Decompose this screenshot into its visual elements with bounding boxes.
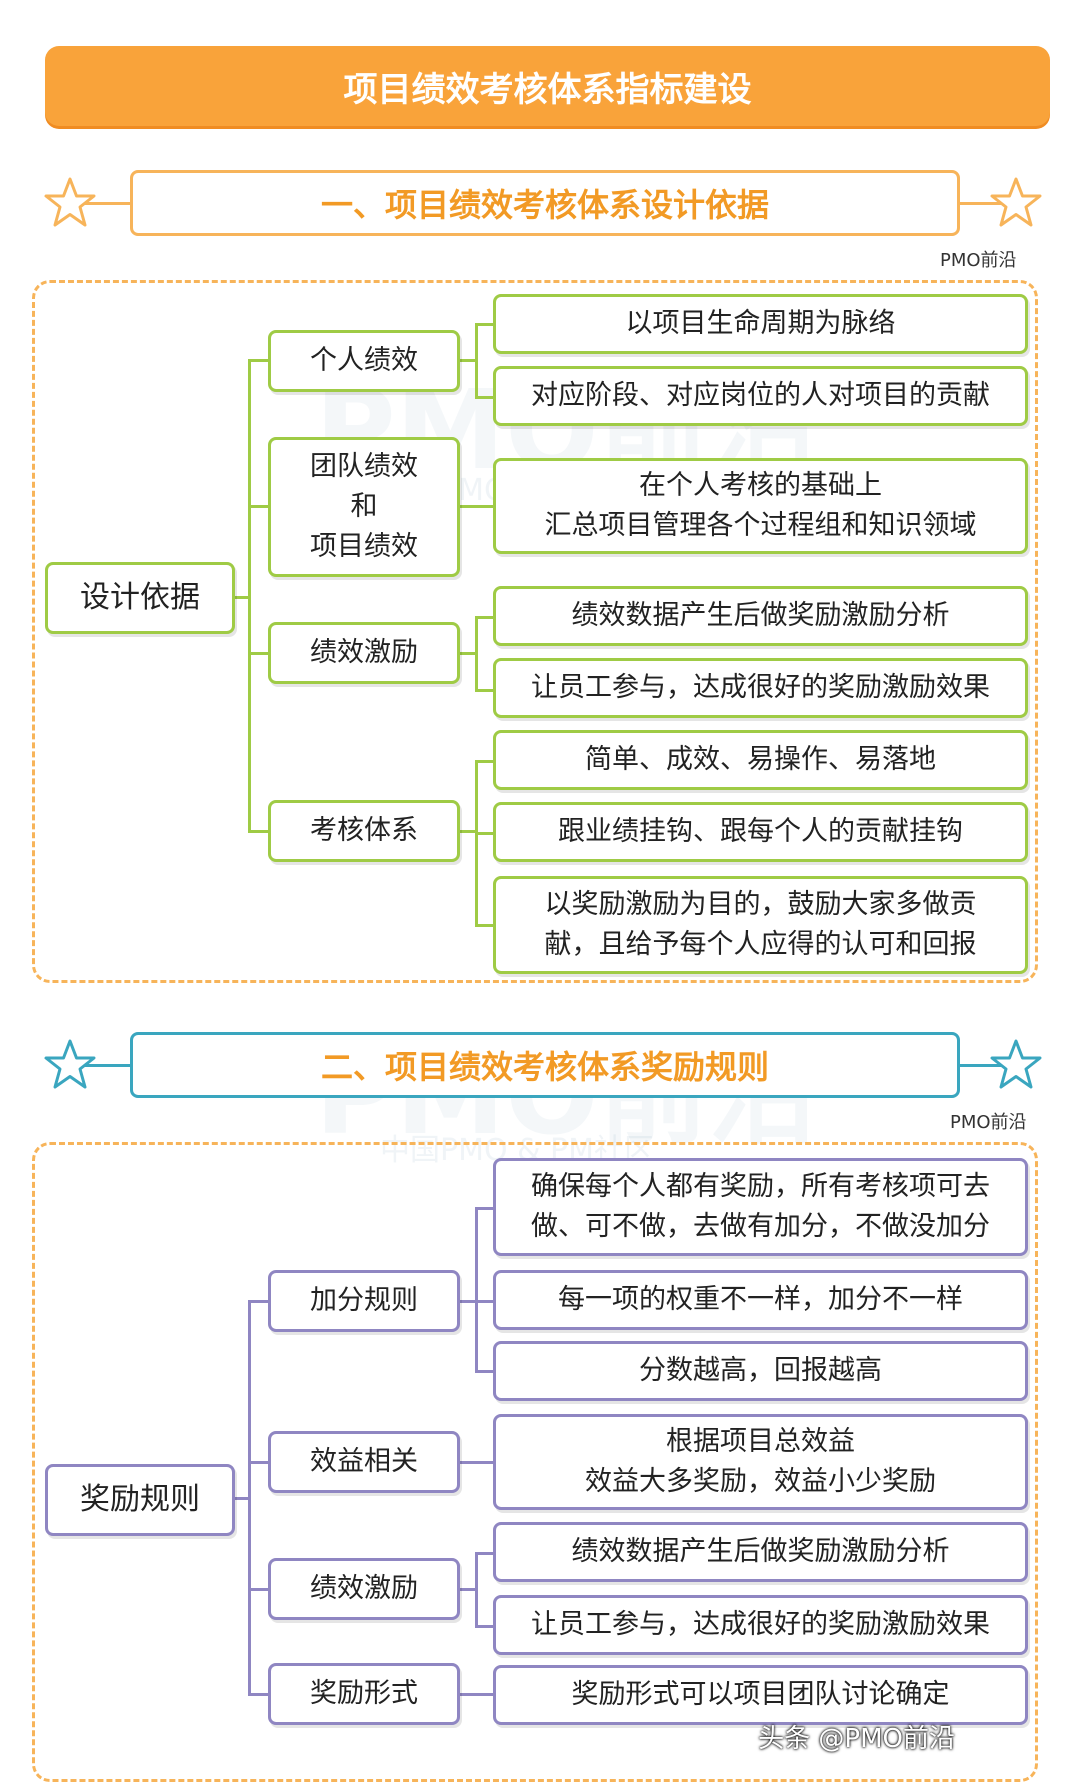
connector (460, 1588, 477, 1591)
leaf-node: 确保每个人都有奖励，所有考核项可去 做、可不做，去做有加分，不做没加分 (493, 1158, 1028, 1256)
leaf-node: 每一项的权重不一样，加分不一样 (493, 1270, 1028, 1330)
footer-watermark: 头条 @PMO前沿 (758, 1724, 955, 1754)
leaf-node: 绩效数据产生后做奖励激励分析 (493, 1522, 1028, 1582)
connector (248, 830, 270, 833)
section1-frame (32, 280, 1038, 983)
connector (475, 1625, 495, 1628)
branch-node-line: 项目绩效 (310, 531, 418, 562)
connector (460, 505, 495, 508)
branch-node: 个人绩效 (268, 330, 460, 392)
connector (475, 1552, 495, 1555)
star-icon (990, 1039, 1042, 1089)
connector (475, 396, 495, 399)
connector (234, 596, 250, 599)
branch-node: 绩效激励 (268, 1558, 460, 1620)
connector (460, 1300, 477, 1303)
branch-node: 考核体系 (268, 800, 460, 862)
connector (460, 1461, 495, 1464)
leaf-node: 以项目生命周期为脉络 (493, 294, 1028, 354)
connector (475, 760, 478, 925)
heading-connector-right (955, 1064, 1015, 1067)
heading-connector-right (955, 202, 1015, 205)
connector (248, 359, 251, 831)
branch-node-line: 团队绩效 (310, 451, 418, 482)
leaf-node-line: 献，且给予每个人应得的认可和回报 (544, 929, 977, 960)
connector (475, 689, 495, 692)
leaf-node: 简单、成效、易操作、易落地 (493, 730, 1028, 790)
connector (248, 1300, 251, 1695)
leaf-node: 奖励形式可以项目团队讨论确定 (493, 1665, 1028, 1725)
root-node-design-basis: 设计依据 (45, 562, 235, 634)
heading-connector-left (75, 1064, 135, 1067)
connector (248, 1693, 270, 1696)
credit-label: PMO前沿 (940, 250, 1017, 271)
leaf-node: 让员工参与，达成很好的奖励激励效果 (493, 658, 1028, 718)
leaf-node-line: 做、可不做，去做有加分，不做没加分 (531, 1211, 990, 1242)
connector (475, 924, 495, 927)
branch-node: 绩效激励 (268, 622, 460, 684)
leaf-node-line: 汇总项目管理各个过程组和知识领域 (544, 510, 977, 541)
connector (248, 1461, 270, 1464)
star-icon (44, 177, 96, 227)
connector (475, 832, 495, 835)
leaf-node-line: 确保每个人都有奖励，所有考核项可去 (531, 1171, 990, 1202)
leaf-node-line: 在个人考核的基础上 (639, 470, 882, 501)
branch-node: 奖励形式 (268, 1663, 460, 1725)
leaf-node: 分数越高，回报越高 (493, 1341, 1028, 1401)
heading-connector-left (75, 202, 135, 205)
leaf-node: 跟业绩挂钩、跟每个人的贡献挂钩 (493, 802, 1028, 862)
connector (460, 652, 477, 655)
connector (248, 505, 270, 508)
connector (475, 1552, 478, 1627)
connector (475, 1207, 478, 1372)
branch-node: 加分规则 (268, 1270, 460, 1332)
leaf-node-line: 以奖励激励为目的，鼓励大家多做贡 (544, 889, 977, 920)
leaf-node-line: 效益大多奖励，效益小少奖励 (585, 1466, 936, 1497)
connector (460, 830, 477, 833)
leaf-node-line: 根据项目总效益 (666, 1426, 855, 1457)
branch-node: 团队绩效 和 项目绩效 (268, 437, 460, 577)
leaf-node: 以奖励激励为目的，鼓励大家多做贡 献，且给予每个人应得的认可和回报 (493, 876, 1028, 974)
connector (234, 1497, 250, 1500)
connector (475, 616, 495, 619)
connector (475, 616, 478, 691)
connector (475, 323, 478, 398)
leaf-node: 根据项目总效益 效益大多奖励，效益小少奖励 (493, 1414, 1028, 1510)
connector (460, 359, 477, 362)
section1-heading: 一、项目绩效考核体系设计依据 (130, 170, 960, 236)
section2-heading: 二、项目绩效考核体系奖励规则 (130, 1032, 960, 1098)
root-node-reward-rules: 奖励规则 (45, 1464, 235, 1536)
connector (248, 1300, 270, 1303)
page-title: 项目绩效考核体系指标建设 (45, 46, 1050, 126)
connector (248, 652, 270, 655)
connector (475, 760, 495, 763)
leaf-node: 绩效数据产生后做奖励激励分析 (493, 586, 1028, 646)
credit-label: PMO前沿 (950, 1112, 1027, 1133)
connector (248, 1588, 270, 1591)
leaf-node: 对应阶段、对应岗位的人对项目的贡献 (493, 366, 1028, 426)
star-icon (990, 177, 1042, 227)
connector (475, 323, 495, 326)
leaf-node: 在个人考核的基础上 汇总项目管理各个过程组和知识领域 (493, 458, 1028, 554)
branch-node: 效益相关 (268, 1431, 460, 1493)
leaf-node: 让员工参与，达成很好的奖励激励效果 (493, 1595, 1028, 1655)
connector (248, 359, 270, 362)
connector (460, 1693, 495, 1696)
branch-node-line: 和 (350, 491, 378, 522)
connector (475, 1300, 495, 1303)
connector (475, 1207, 495, 1210)
connector (475, 1370, 495, 1373)
star-icon (44, 1039, 96, 1089)
